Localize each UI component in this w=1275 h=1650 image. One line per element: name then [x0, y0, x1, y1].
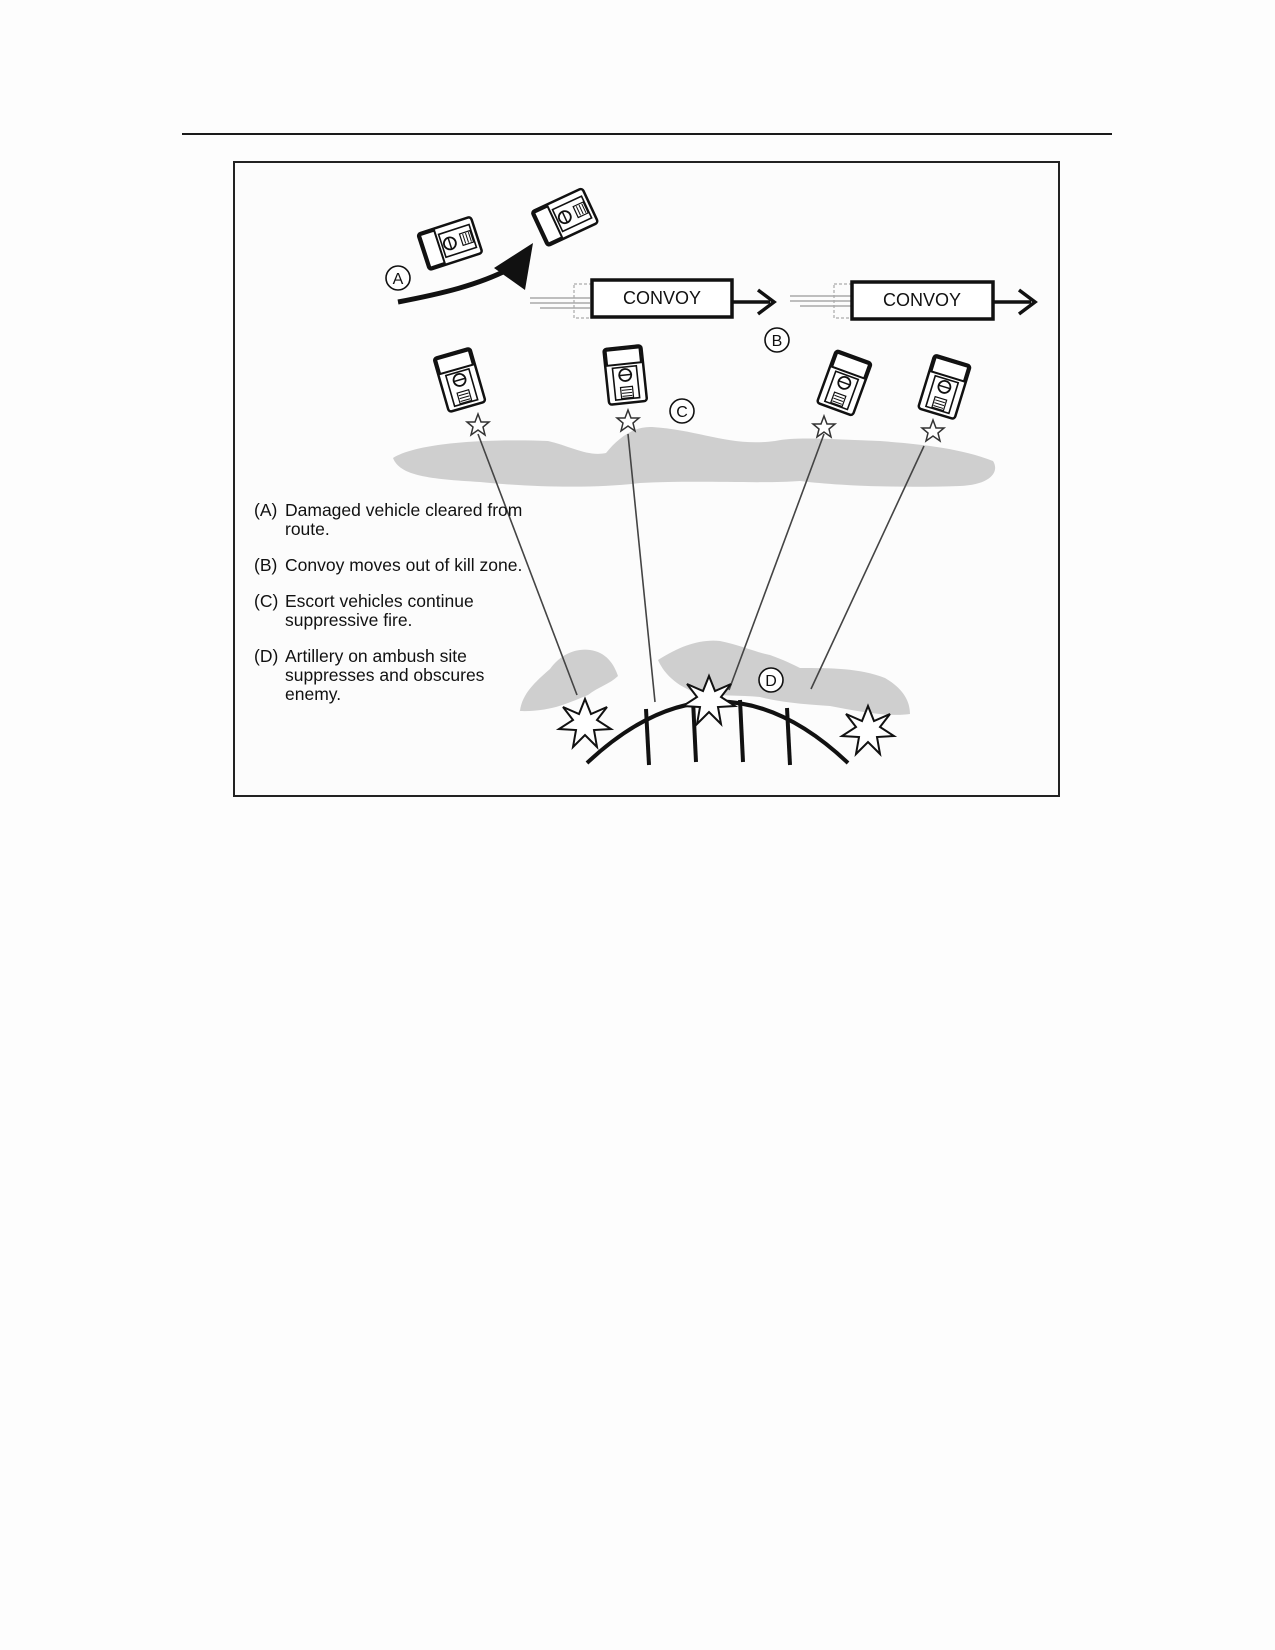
legend-text: Escort vehicles continue suppressive fir… [285, 591, 474, 630]
muzzle-flash-icon [810, 413, 838, 439]
svg-text:A: A [393, 271, 404, 288]
ambush-site-post [785, 707, 792, 766]
legend-text: Damaged vehicle cleared from route. [285, 500, 523, 539]
legend-item-d: (D) Artillery on ambush site suppresses … [254, 647, 524, 704]
convoy-box [590, 278, 734, 319]
legend-item-b: (B) Convoy moves out of kill zone. [254, 556, 524, 575]
legend-item-a: (A) Damaged vehicle cleared from route. [254, 501, 524, 539]
escort-vehicle-icon [602, 343, 649, 407]
muzzle-flash-icon [919, 417, 947, 443]
legend-text: Artillery on ambush site suppresses and … [285, 646, 485, 704]
clearing-arrow [397, 264, 515, 305]
fire-lines [477, 433, 925, 703]
convoy-label: CONVOY [623, 288, 701, 308]
page-header-rule [182, 133, 1112, 135]
convoy-group: CONVOY [530, 278, 777, 319]
ambush-site-post [644, 708, 651, 766]
artillery-burst [679, 673, 739, 727]
svg-text:C: C [676, 404, 688, 421]
legend-key: (C) [254, 591, 279, 611]
svg-text:B: B [772, 333, 783, 350]
damaged-vehicle-icon [530, 186, 600, 248]
fire-line [477, 433, 578, 696]
artillery-burst [838, 703, 898, 757]
marker-a: A [385, 265, 411, 291]
fire-line [728, 433, 825, 691]
clearing-arrow-head [494, 243, 533, 290]
smoke-cloud-lower-left [520, 649, 618, 712]
ambush-site-post [738, 699, 745, 763]
marker-b: B [764, 327, 790, 353]
convoy-direction-arrow [756, 288, 777, 316]
svg-text:D: D [765, 673, 777, 690]
figure-legend: (A) Damaged vehicle cleared from route. … [254, 501, 524, 721]
marker-d: D [758, 667, 784, 693]
legend-key: (A) [254, 500, 278, 520]
legend-text: Convoy moves out of kill zone. [285, 555, 523, 575]
escort-vehicle-icon [432, 346, 487, 414]
damaged-vehicle-icon [416, 215, 484, 272]
fire-line [810, 445, 925, 690]
artillery-burst [555, 696, 615, 750]
convoy-label: CONVOY [883, 290, 961, 310]
legend-item-c: (C) Escort vehicles continue suppressive… [254, 592, 524, 630]
smoke-cloud-lower-right [658, 640, 910, 715]
muzzle-flash-icon [464, 411, 492, 437]
convoy-group: CONVOY [790, 280, 1038, 321]
fire-line [627, 433, 656, 703]
escort-vehicle-icon [815, 348, 873, 417]
smoke-cloud-upper [393, 426, 996, 487]
muzzle-flash-icon [614, 407, 642, 433]
escort-vehicle-icon [916, 353, 973, 421]
ambush-site-post [691, 699, 698, 763]
marker-c: C [669, 398, 695, 424]
legend-key: (D) [254, 646, 279, 666]
convoy-direction-arrow [1017, 288, 1038, 316]
legend-key: (B) [254, 555, 278, 575]
